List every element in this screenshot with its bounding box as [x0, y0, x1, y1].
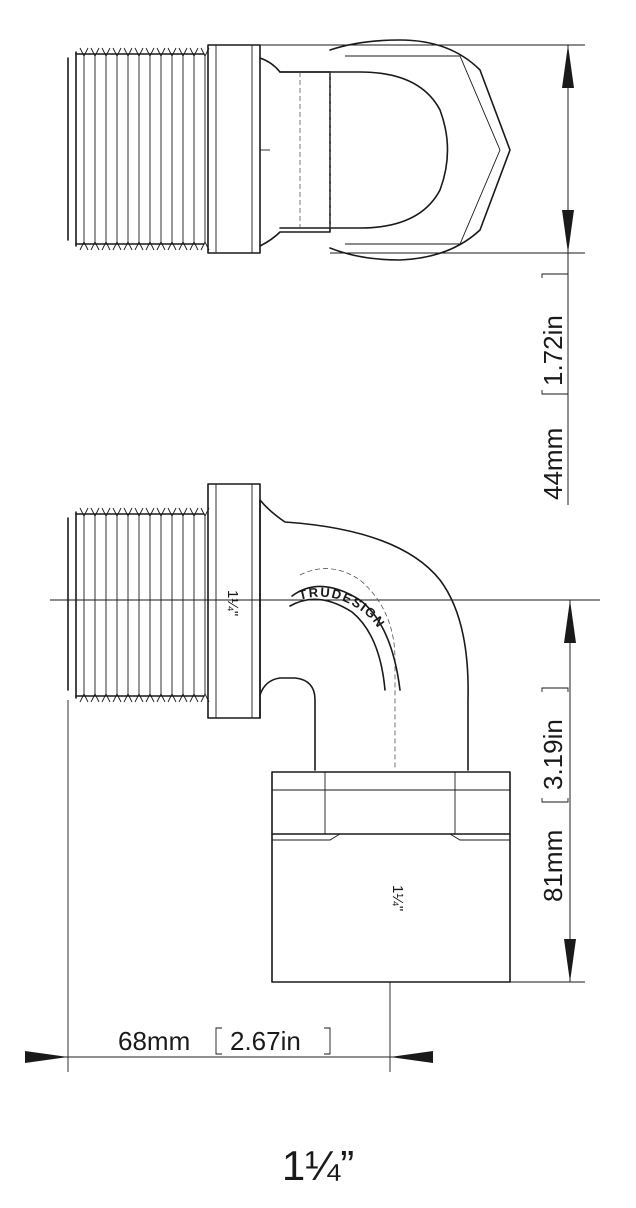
brand-arc-outer [291, 585, 401, 691]
top-view-thread [75, 47, 210, 251]
top-view-hex-nut [329, 39, 511, 261]
side-dimension-mm: 81mm [538, 830, 568, 902]
thread-mark-lower: 1¼" [389, 885, 406, 911]
top-view-collar [207, 44, 261, 254]
side-view-thread [75, 507, 210, 703]
width-dimension-in: 2.67in [230, 1026, 301, 1056]
side-view-socket [271, 833, 511, 983]
thread-mark-upper: 1¼" [224, 590, 241, 616]
top-dimension-mm: 44mm [538, 428, 568, 500]
side-dimension-in: 3.19in [538, 719, 568, 790]
size-label: 1¼” [282, 1142, 354, 1189]
top-view-neck [259, 57, 331, 247]
brand-arc-inner [289, 598, 386, 691]
brand-label: TRUDESIGN [297, 585, 388, 631]
side-view: TRUDESIGN 1¼" 1¼" [25, 483, 600, 1072]
width-dimension-mm: 68mm [118, 1026, 190, 1056]
top-dimension-in: 1.72in [538, 315, 568, 386]
side-view-elbow-body [259, 499, 469, 771]
top-view [67, 39, 585, 505]
side-view-union-nut [271, 771, 511, 835]
top-view-elbow [279, 71, 449, 229]
